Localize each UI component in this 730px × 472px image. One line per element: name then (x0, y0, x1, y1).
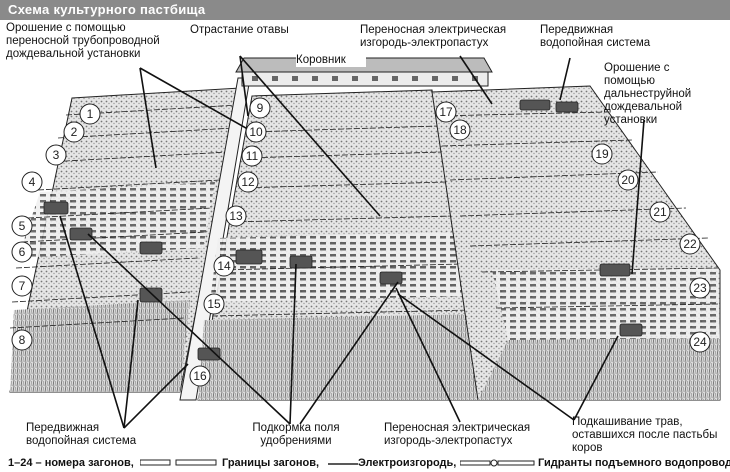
right-section (431, 85, 721, 401)
svg-text:12: 12 (241, 175, 255, 189)
plot-number-5: 5 (11, 215, 33, 237)
svg-text:19: 19 (595, 147, 609, 161)
plot-number-9: 9 (249, 97, 271, 119)
plot-number-8: 8 (11, 329, 33, 351)
diagram-title: Схема культурного пастбища (8, 2, 206, 17)
svg-text:15: 15 (207, 297, 221, 311)
svg-text:14: 14 (217, 259, 231, 273)
plot-number-10: 10 (245, 121, 267, 143)
svg-text:11: 11 (246, 149, 259, 163)
svg-text:3: 3 (53, 148, 60, 162)
label-regrowth: Отрастание отавы (190, 24, 289, 36)
pointer-lines (59, 55, 645, 429)
plot-number-15: 15 (203, 293, 225, 315)
plot-number-23: 23 (689, 277, 711, 299)
svg-text:13: 13 (229, 209, 243, 223)
plot-number-1: 1 (79, 103, 101, 125)
svg-text:2: 2 (71, 125, 78, 139)
svg-text:7: 7 (19, 279, 26, 293)
label-barn: Коровник (296, 54, 366, 67)
label-electric-fence-bottom: Переносная электрическая изгородь-электр… (384, 422, 531, 447)
svg-text:23: 23 (693, 281, 707, 295)
svg-text:9: 9 (257, 101, 264, 115)
plot-number-19: 19 (591, 143, 613, 165)
plot-number-22: 22 (679, 233, 701, 255)
svg-text:5: 5 (19, 219, 26, 233)
pasture-scene: 1 2 3 4 5 6 7 8 9 10 11 12 13 14 15 16 1… (0, 20, 730, 454)
label-mowing: Подкашивание трав, оставшихся после паст… (572, 416, 718, 454)
svg-text:20: 20 (621, 173, 635, 187)
plot-number-2: 2 (63, 121, 85, 143)
legend: 1–24 – номера загонов, Границы загонов, … (8, 455, 730, 471)
svg-text:16: 16 (193, 369, 207, 383)
label-irrigation-long-range: Орошение с помощью дальнеструйной дождев… (604, 62, 692, 126)
legend-electric-fence: Электроизгородь, (358, 457, 457, 469)
label-fertilizer: Подкормка поля удобрениями (252, 422, 340, 447)
plot-number-14: 14 (213, 255, 235, 277)
legend-hydrant-symbol (460, 459, 535, 467)
legend-border-symbol (140, 459, 217, 466)
plot-number-11: 11 (241, 145, 263, 167)
legend-numbers: 1–24 – номера загонов, (8, 457, 134, 469)
plot-number-18: 18 (449, 119, 471, 141)
plot-number-3: 3 (45, 144, 67, 166)
vehicles (43, 99, 643, 361)
plot-number-20: 20 (617, 169, 639, 191)
legend-borders: Границы загонов, (222, 457, 320, 469)
label-electric-fence-top: Переносная электрическая изгородь-электр… (360, 24, 507, 49)
plot-number-16: 16 (189, 365, 211, 387)
legend-hydrants: Гидранты подъемного водопровода (538, 457, 730, 469)
svg-text:18: 18 (453, 123, 467, 137)
label-irrigation-pipe: Орошение с помощью переносной трубопрово… (6, 22, 160, 60)
svg-text:21: 21 (653, 205, 667, 219)
plot-number-17: 17 (435, 101, 457, 123)
svg-text:17: 17 (439, 105, 453, 119)
plot-number-6: 6 (11, 241, 33, 263)
plot-number-21: 21 (649, 201, 671, 223)
pasture-illustration: 1 2 3 4 5 6 7 8 9 10 11 12 13 14 15 16 1… (9, 55, 721, 429)
plot-number-13: 13 (225, 205, 247, 227)
svg-text:8: 8 (19, 333, 26, 347)
title-bar: Схема культурного пастбища (0, 0, 730, 20)
svg-text:6: 6 (19, 245, 26, 259)
legend-fence-symbol (328, 463, 358, 465)
plot-number-24: 24 (689, 331, 711, 353)
plot-number-12: 12 (237, 171, 259, 193)
svg-text:1: 1 (87, 107, 94, 121)
plot-number-4: 4 (21, 171, 43, 193)
svg-text:10: 10 (249, 125, 263, 139)
svg-text:4: 4 (29, 175, 36, 189)
svg-text:24: 24 (693, 335, 707, 349)
svg-text:22: 22 (683, 237, 697, 251)
label-mobile-water-bottom: Передвижная водопойная система (26, 422, 137, 447)
label-mobile-water-top: Передвижная водопойная система (540, 24, 651, 49)
plot-number-7: 7 (11, 275, 33, 297)
middle-section (197, 89, 479, 401)
